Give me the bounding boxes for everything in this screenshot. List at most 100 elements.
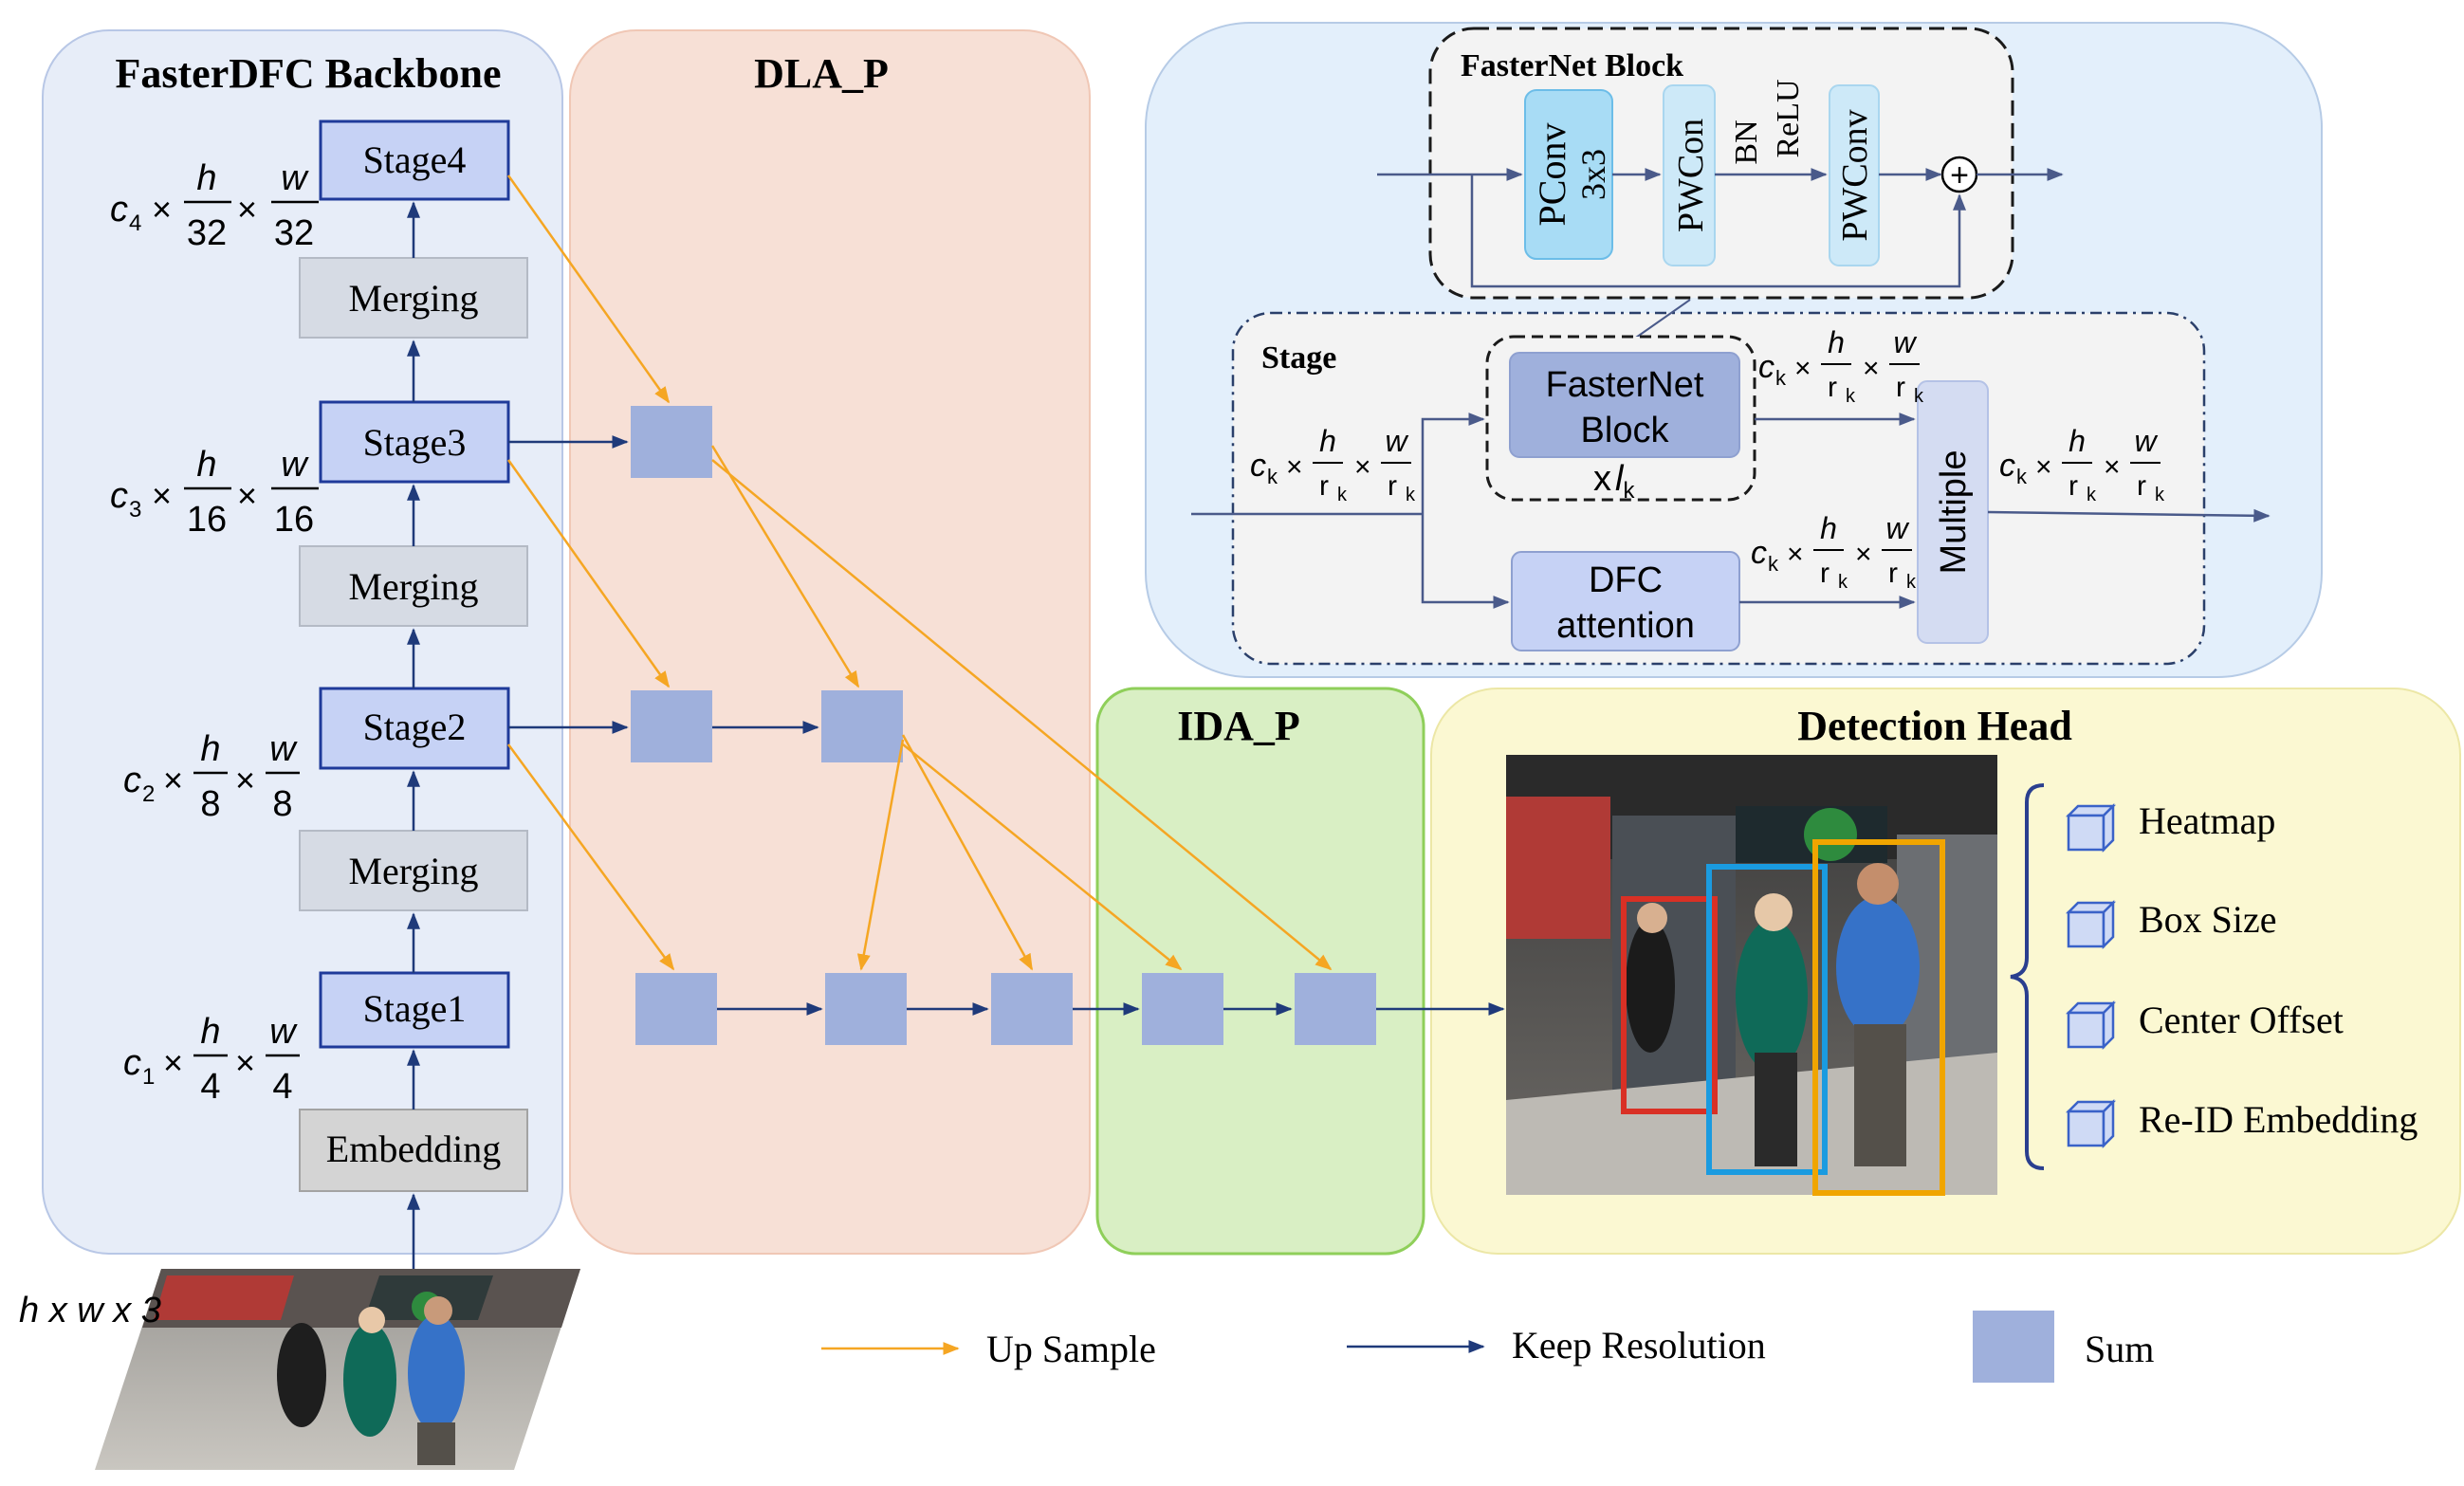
stage-flow [1191,413,2271,609]
svg-text:8: 8 [200,784,220,824]
cube-icon [2065,899,2117,950]
svg-text:32: 32 [187,213,227,253]
stage3-label: Stage3 [363,421,467,464]
svg-text:8: 8 [272,784,292,824]
svg-text:h: h [196,158,216,198]
svg-text:×: × [1787,539,1804,570]
svg-text:w: w [1893,325,1917,359]
stage-dim-fasternet: c k × h r k × w r k [1758,325,1924,407]
stage2-label: Stage2 [363,706,467,748]
dla-title: DLA_P [754,50,889,97]
svg-text:×: × [237,190,257,229]
svg-text:c: c [1250,448,1266,484]
legend-keep-resolution-label: Keep Resolution [1512,1324,1766,1367]
dfc-label-1: DFC [1589,560,1663,600]
sum-node-g [1142,973,1223,1045]
add-symbol: + [1950,157,1969,193]
dim-label-stage1: c 1 × h 4 × w 4 [123,1012,300,1107]
svg-text:r: r [2137,470,2146,502]
svg-text:×: × [152,190,172,229]
svg-text:2: 2 [142,781,155,807]
svg-text:r: r [1896,372,1905,403]
sum-nodes [631,406,1376,1045]
pconv-label: PConv [1531,123,1573,227]
fasternet-flow [1377,168,2064,288]
detection-image [1506,755,1997,1195]
bbox-blue [1706,864,1828,1175]
output-center-offset: Center Offset [2065,999,2344,1051]
svg-text:k: k [1838,572,1848,593]
dim-label-stage4: c 4 × h 32 × w 32 [110,158,319,253]
bn-label: BN [1729,119,1764,164]
input-image [95,1269,580,1470]
pwcon-label: PWCon [1671,119,1711,232]
merging2-block [299,545,528,627]
merging3-label: Merging [348,277,478,320]
fasternet-block-title: FasterNet Block [1461,48,1683,83]
svg-text:×: × [163,1043,183,1082]
output-label: Center Offset [2139,999,2344,1041]
svg-text:c: c [110,190,128,229]
svg-text:×: × [163,761,183,799]
svg-text:c: c [1999,448,2015,484]
svg-text:c: c [123,761,141,800]
svg-text:w: w [1885,511,1909,545]
legend: Up Sample Keep Resolution Sum [821,1311,2154,1383]
sum-node-b [631,690,712,762]
sum-node-c [821,690,903,762]
svg-text:k: k [1906,572,1917,593]
output-brace [2010,783,2045,1170]
svg-text:k: k [2155,485,2165,505]
svg-text:×: × [152,476,172,515]
svg-text:c: c [110,476,128,516]
detection-title: Detection Head [1797,703,2072,749]
output-reid-embedding: Re-ID Embedding [2065,1098,2418,1149]
svg-text:k: k [1406,485,1416,505]
svg-text:h: h [1319,424,1336,458]
merging1-label: Merging [348,850,478,892]
sum-node-d [635,973,717,1045]
stage-dim-dfc: c k × h r k × w r k [1751,511,1917,593]
fasternet-label-2: Block [1581,411,1670,450]
output-label: Box Size [2139,898,2277,941]
cube-icon [2065,1098,2117,1149]
sum-node-h [1295,973,1376,1045]
sum-node-f [991,973,1073,1045]
svg-text:w: w [1385,424,1408,458]
svg-text:w: w [281,445,309,485]
svg-text:h: h [1820,511,1837,545]
stage-title: Stage [1261,340,1336,376]
svg-text:r: r [1388,470,1397,502]
dfc-label-2: attention [1556,606,1695,646]
svg-text:×: × [2104,451,2121,483]
svg-text:k: k [1267,465,1278,488]
sum-node-a [631,406,712,478]
backbone-title: FasterDFC Backbone [116,50,502,97]
stage1-block [319,971,510,1049]
svg-text:3: 3 [129,497,141,523]
stage1-label: Stage1 [363,987,467,1030]
svg-text:4: 4 [200,1067,220,1107]
svg-text:×: × [1286,451,1303,483]
stage4-label: Stage4 [363,138,467,181]
svg-text:r: r [2069,470,2078,502]
embedding-label: Embedding [326,1128,501,1170]
svg-text:k: k [1768,552,1779,576]
svg-text:c: c [123,1043,141,1083]
svg-text:r: r [1319,470,1329,502]
stage2-block [319,687,510,770]
svg-text:c: c [1758,349,1774,385]
svg-text:×: × [235,761,255,799]
pconv-kernel-label: 3x3 [1574,149,1612,200]
svg-text:h: h [1828,325,1845,359]
svg-text:k: k [1846,386,1856,407]
svg-text:c: c [1751,535,1767,571]
svg-text:×: × [235,1043,255,1082]
svg-text:r: r [1828,372,1837,403]
cube-icon [2065,1000,2117,1051]
stage-dim-input: c k × h r k × w r k [1250,424,1416,505]
svg-text:r: r [1888,558,1898,589]
output-box-size: Box Size [2065,898,2277,950]
